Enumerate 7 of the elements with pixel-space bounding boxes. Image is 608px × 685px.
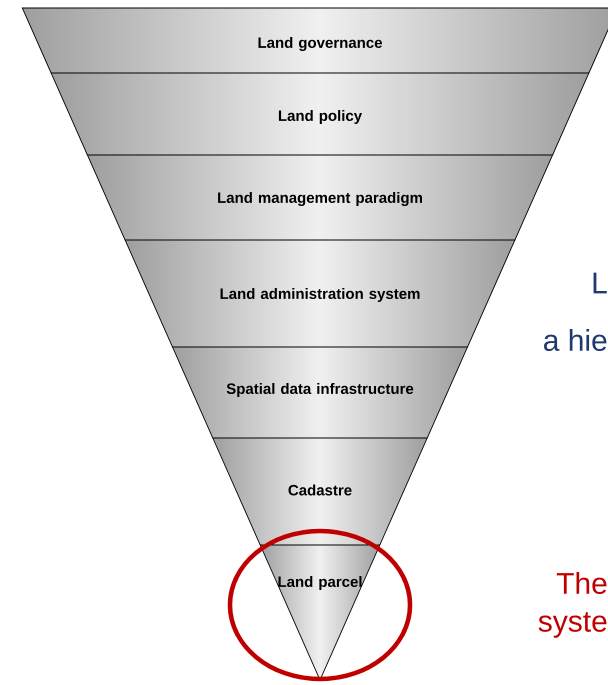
slide-text: a hie	[544, 328, 606, 352]
funnel-band: Cadastre	[212, 438, 428, 546]
slide-text: The	[556, 572, 606, 594]
funnel-band: Land management paradigm	[86, 154, 554, 240]
slide-text: L	[594, 272, 607, 294]
slide-text: syste	[538, 612, 606, 638]
funnel-band: Land governance	[22, 8, 608, 74]
